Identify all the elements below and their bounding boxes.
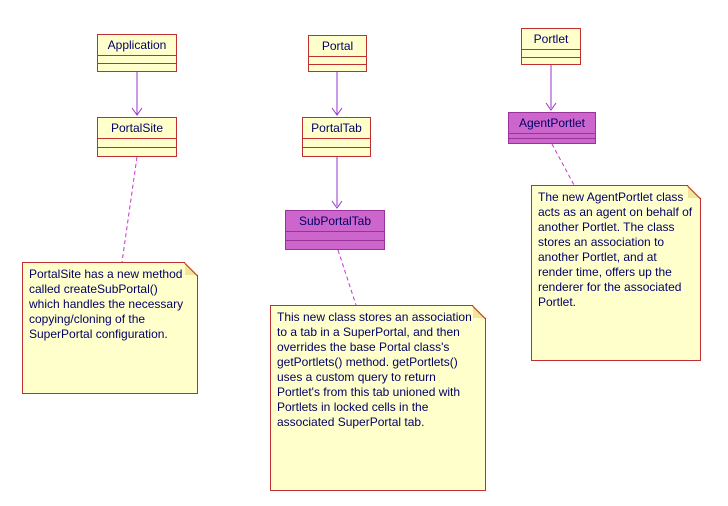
note-portalsite-text: PortalSite has a new method called creat… [29,267,184,341]
class-portalsite-attributes-compartment [98,138,176,147]
class-subportaltab: SubPortalTab [285,210,385,250]
class-portlet-attributes-compartment [522,49,580,57]
note-fold-corner-icon [473,305,486,318]
class-portaltab-name: PortalTab [311,121,362,135]
anchor-agentportlet-to-note [551,143,575,186]
class-portaltab-attributes-compartment [303,138,370,147]
class-application-name: Application [107,38,167,52]
note-subportaltab: This new class stores an association to … [270,305,486,491]
note-subportaltab-text: This new class stores an association to … [277,310,472,429]
class-portaltab: PortalTab [302,117,371,157]
class-application-operations-compartment [98,63,176,71]
class-portal-attributes-compartment [309,56,366,64]
arrow-application-to-portalsite [131,72,143,116]
class-portal: Portal [308,35,367,72]
note-portalsite: PortalSite has a new method called creat… [22,262,198,394]
class-subportaltab-operations-compartment [286,240,384,249]
note-fold-corner-icon [688,185,701,198]
note-agentportlet-text: The new AgentPortlet class acts as an ag… [538,190,693,309]
class-application-attributes-compartment [98,55,176,63]
class-portal-name: Portal [321,39,354,53]
class-portaltab-operations-compartment [303,147,370,156]
class-portal-operations-compartment [309,63,366,72]
class-portalsite: PortalSite [97,117,177,157]
class-portlet: Portlet [521,28,581,65]
note-agentportlet: The new AgentPortlet class acts as an ag… [531,185,701,361]
class-agentportlet-name: AgentPortlet [518,116,586,130]
class-agentportlet-attributes-compartment [509,133,595,138]
arrow-portaltab-to-subportaltab [331,157,343,209]
anchor-subportaltab-to-note [337,249,357,306]
class-application: Application [97,34,177,72]
class-agentportlet-operations-compartment [509,138,595,143]
anchor-portalsite-to-note [121,156,138,263]
class-portalsite-operations-compartment [98,147,176,156]
class-portlet-name: Portlet [533,32,569,46]
arrow-portal-to-portaltab [331,72,343,116]
class-portlet-operations-compartment [522,56,580,65]
class-subportaltab-attributes-compartment [286,231,384,240]
note-fold-corner-icon [185,262,198,275]
class-subportaltab-name: SubPortalTab [298,214,372,228]
arrow-portlet-to-agentportlet [545,65,557,111]
class-portalsite-name: PortalSite [110,121,164,135]
class-agentportlet: AgentPortlet [508,112,596,144]
